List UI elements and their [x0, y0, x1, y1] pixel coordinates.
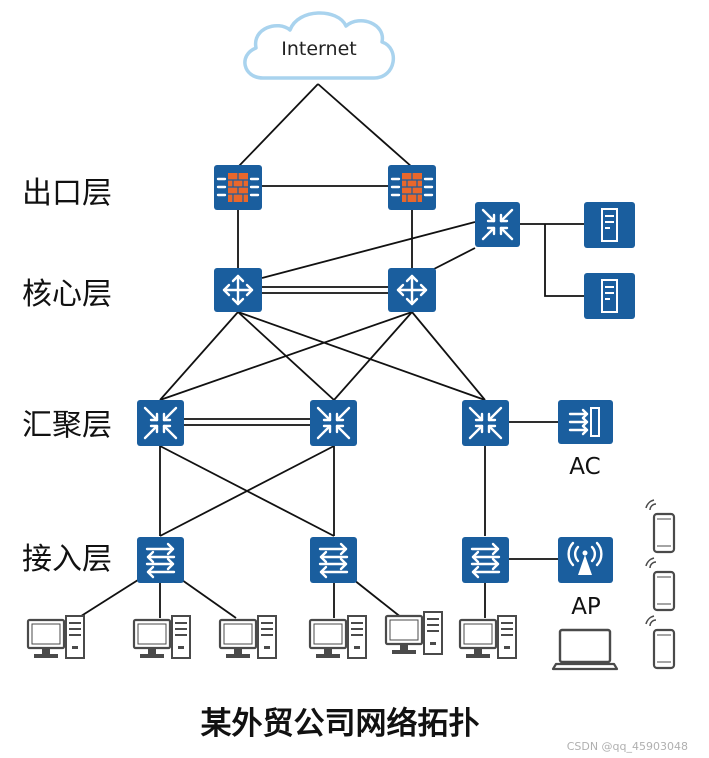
firewall-icon: [216, 173, 260, 202]
layer-label-egress: 出口层: [22, 176, 112, 211]
ac-controller: [558, 400, 613, 444]
link-core2-agg3: [411, 311, 486, 401]
desktop-pc-icon: [132, 614, 192, 660]
diagram-title: 某外贸公司网络拓扑: [201, 706, 480, 742]
layer-label-core: 核心层: [22, 277, 112, 312]
link-internet-fw2: [317, 83, 413, 168]
link-core1-agg1: [159, 311, 239, 401]
internet-cloud: Internet: [243, 11, 396, 80]
phone-icon: [644, 556, 676, 612]
switch-icon: [318, 542, 349, 579]
router-icon: [222, 274, 254, 306]
switch-icon: [470, 542, 501, 579]
link-core2-dcswitch: [431, 247, 476, 271]
link-core2-agg1: [159, 311, 413, 401]
link-internet-fw1: [237, 83, 319, 168]
wifi-ap-icon: [567, 541, 603, 575]
server-icon: [601, 208, 618, 242]
link-dcswitch-server2: [544, 224, 584, 297]
link-core2-agg2: [333, 311, 413, 401]
l3-switch-icon: [481, 208, 514, 241]
layer-label-aggregation: 汇聚层: [22, 408, 112, 443]
desktop-pc-icon: [308, 614, 368, 660]
link-agg2-acc1: [159, 445, 335, 537]
laptop-icon: [551, 628, 619, 671]
desktop-pc-icon: [218, 614, 278, 660]
server-2: [584, 273, 635, 319]
core-router-1: [214, 268, 262, 312]
access-switch-2: [310, 537, 357, 583]
server-1: [584, 202, 635, 248]
core-router-2: [388, 268, 436, 312]
access-switch-3: [462, 537, 509, 583]
ap-label: AP: [571, 594, 601, 620]
firewall-1: [214, 165, 262, 210]
link-acc2-pc5: [353, 579, 403, 619]
agg-switch-2: [310, 400, 357, 446]
phone-icon: [644, 614, 676, 670]
cloud-label: Internet: [281, 38, 356, 60]
link-acc1-pc1: [77, 579, 139, 619]
link-core1-agg3: [237, 311, 486, 401]
l3-switch-icon: [316, 406, 351, 440]
desktop-pc-icon: [458, 614, 518, 660]
desktop-pc-icon: [26, 614, 86, 660]
dc-switch: [475, 202, 520, 247]
cloud-icon: [243, 11, 396, 80]
server-icon: [601, 279, 618, 313]
link-acc1-pc3: [181, 579, 237, 619]
firewall-icon: [390, 173, 434, 202]
ac-label: AC: [569, 454, 600, 480]
agg-switch-1: [137, 400, 184, 446]
agg-switch-3: [462, 400, 509, 446]
access-controller-icon: [568, 407, 600, 437]
links: [77, 83, 584, 619]
router-icon: [396, 274, 428, 306]
phone-icon: [644, 498, 676, 554]
link-core1-dcswitch: [261, 221, 476, 279]
layer-label-access: 接入层: [22, 542, 112, 577]
l3-switch-icon: [143, 406, 178, 440]
l3-switch-icon: [468, 406, 503, 440]
switch-icon: [145, 542, 176, 579]
wireless-ap: [558, 537, 613, 583]
access-switch-1: [137, 537, 184, 583]
watermark: CSDN @qq_45903048: [567, 740, 688, 753]
desktop-pc-icon: [384, 610, 444, 656]
firewall-2: [388, 165, 436, 210]
